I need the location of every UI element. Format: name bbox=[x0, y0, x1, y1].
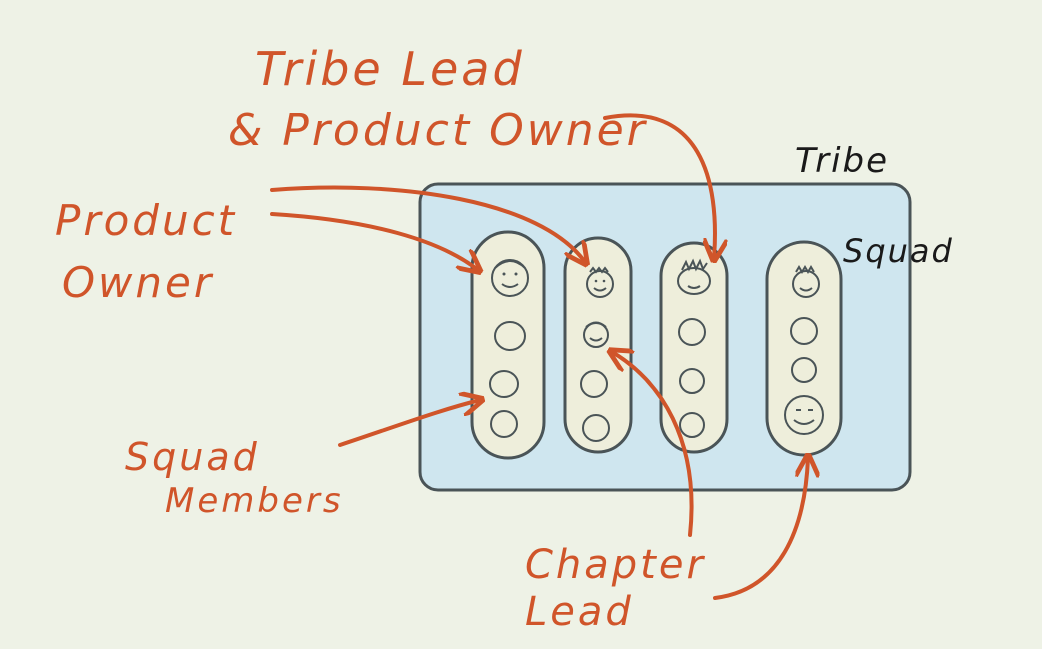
arrow-chapter-lead-squad4 bbox=[713, 458, 808, 600]
member-circle-icon bbox=[489, 370, 519, 398]
product-owner-face-icon bbox=[792, 265, 820, 298]
tribe-label: Tribe bbox=[795, 141, 889, 181]
member-circle-icon bbox=[580, 370, 608, 398]
arrow-product-owner-squad1 bbox=[270, 212, 478, 270]
product-owner-label-2: Owner bbox=[62, 258, 214, 307]
member-circle-icon bbox=[791, 357, 817, 383]
chapter-lead-face-icon bbox=[784, 395, 824, 435]
chapter-lead-label: Chapter bbox=[525, 542, 706, 588]
product-owner-face-icon bbox=[586, 266, 614, 298]
arrow-tribe-lead bbox=[603, 113, 715, 258]
member-circle-icon bbox=[679, 412, 705, 438]
tribe-lead-product-owner-label: & Product Owner bbox=[228, 105, 648, 156]
squad-2 bbox=[563, 236, 633, 454]
member-circle-icon bbox=[490, 410, 518, 438]
squad-3 bbox=[659, 241, 729, 454]
product-owner-label: Product bbox=[55, 196, 237, 245]
chapter-lead-face-icon bbox=[583, 321, 609, 348]
chapter-lead-label-2: Lead bbox=[525, 589, 634, 635]
member-circle-icon bbox=[582, 414, 610, 442]
product-owner-face-icon bbox=[491, 259, 529, 297]
arrow-chapter-lead-squad2 bbox=[612, 352, 694, 537]
member-circle-icon bbox=[678, 318, 706, 346]
squad-1 bbox=[470, 230, 546, 460]
arrow-product-owner-squad2 bbox=[270, 185, 585, 262]
member-circle-icon bbox=[494, 321, 526, 351]
arrow-squad-members bbox=[338, 400, 480, 447]
squad-label: Squad bbox=[843, 232, 954, 270]
member-circle-icon bbox=[790, 317, 818, 345]
tribe-lead-face-icon bbox=[677, 258, 711, 295]
squad-members-label-2: Members bbox=[165, 481, 344, 521]
squad-4 bbox=[765, 240, 843, 457]
squad-members-label: Squad bbox=[125, 435, 260, 479]
member-circle-icon bbox=[679, 368, 705, 394]
tribe-lead-label: Tribe Lead bbox=[255, 42, 525, 96]
